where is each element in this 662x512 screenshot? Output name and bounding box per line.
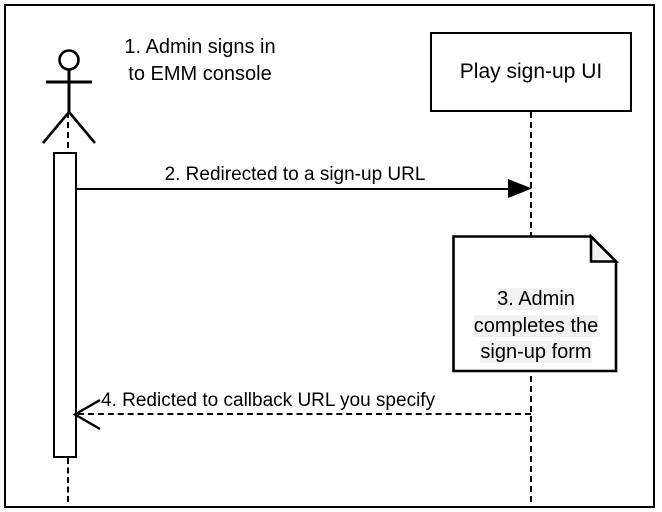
message-2-arrowhead-filled-right bbox=[508, 179, 532, 198]
diagram-frame: 1. Admin signs in to EMM console Play si… bbox=[4, 4, 655, 508]
actor-lifeline-upper bbox=[67, 112, 69, 158]
participant-play-signup-ui-label: Play sign-up UI bbox=[459, 60, 603, 84]
stick-figure-actor-icon bbox=[42, 49, 96, 144]
note-step-3[interactable]: 3. Admin completes the sign-up form bbox=[451, 233, 621, 374]
message-4-label: 4. Redicted to callback URL you specify bbox=[101, 390, 436, 411]
message-4-arrowhead-open-left bbox=[72, 398, 101, 431]
message-2-line bbox=[75, 188, 515, 190]
note-step-3-text-wrap: 3. Admin completes the sign-up form bbox=[451, 260, 621, 366]
step-1-caption: 1. Admin signs in to EMM console bbox=[124, 36, 276, 85]
play-signup-ui-lifeline-upper bbox=[530, 112, 532, 238]
actor-lifeline-lower bbox=[67, 458, 69, 502]
admin-actor[interactable] bbox=[32, 46, 108, 150]
message-4-line bbox=[78, 413, 531, 415]
message-2-label: 2. Redirected to a sign-up URL bbox=[164, 164, 426, 185]
note-step-3-label: 3. Admin completes the sign-up form bbox=[473, 288, 599, 364]
participant-play-signup-ui[interactable]: Play sign-up UI bbox=[430, 32, 632, 112]
play-signup-ui-lifeline-lower bbox=[530, 366, 532, 502]
actor-activation-bar[interactable] bbox=[53, 152, 77, 458]
